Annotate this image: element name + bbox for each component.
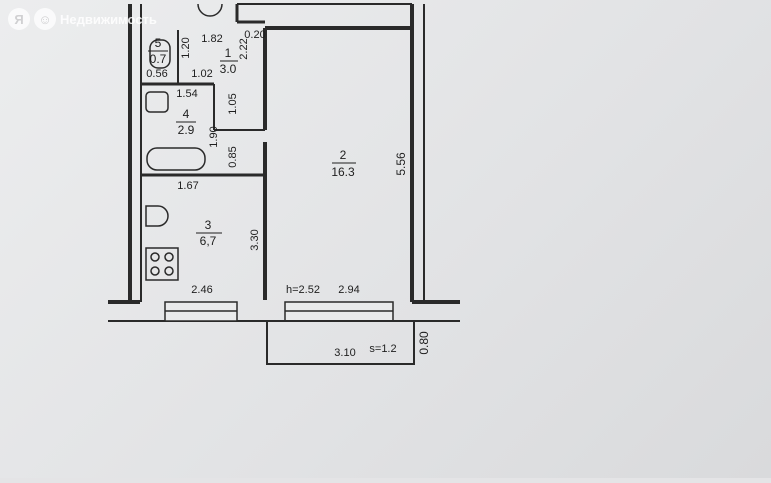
yandex-logo-icon: Я — [8, 8, 30, 30]
wall-entry — [235, 4, 265, 24]
balcony-area: s=1.2 — [369, 343, 396, 355]
dim-182: 1.82 — [201, 33, 222, 45]
dim-310: 3.10 — [334, 347, 355, 359]
room-4-number: 4 — [183, 107, 190, 121]
room-3-area: 6,7 — [200, 234, 217, 248]
stove-burner-1 — [150, 252, 160, 262]
fixtures — [145, 3, 223, 281]
smile-icon: ☺ — [34, 8, 56, 30]
dim-120: 1.20 — [180, 37, 192, 58]
dim-222: 2.22 — [238, 38, 250, 59]
wall-bath-corridor — [213, 84, 265, 131]
dim-105: 1.05 — [227, 93, 239, 114]
room-2-number: 2 — [340, 148, 347, 162]
dim-246: 2.46 — [191, 284, 212, 296]
dimension-labels: 1.82 0.20 0.56 1.02 1.54 1.67 2.46 h=2.5… — [146, 29, 431, 359]
windows — [164, 301, 394, 322]
room-1-number: 1 — [225, 46, 232, 60]
room-3-number: 3 — [205, 218, 212, 232]
watermark-text: Недвижимость — [60, 11, 157, 27]
dim-556: 5.56 — [394, 152, 408, 176]
watermark: Я ☺ Недвижимость — [8, 8, 157, 30]
room-2-area: 16.3 — [331, 165, 355, 179]
toilet — [149, 39, 171, 69]
room-5-area: 0.7 — [150, 52, 167, 66]
height-label: h=2.52 — [286, 284, 320, 296]
room-labels: 1 3.0 2 16.3 3 6,7 4 2.9 5 0.7 — [148, 36, 356, 248]
dim-020: 0.20 — [244, 29, 265, 41]
stove — [145, 247, 179, 281]
bath-sink — [145, 91, 169, 113]
dim-056: 0.56 — [146, 68, 167, 80]
dim-154: 1.54 — [176, 88, 197, 100]
bathtub — [146, 147, 206, 171]
dim-085: 0.85 — [227, 146, 239, 167]
kitchen-sink — [145, 205, 169, 227]
stove-burner-3 — [150, 266, 160, 276]
dim-190: 1.90 — [208, 126, 220, 147]
room-1-area: 3.0 — [220, 62, 237, 76]
walls — [108, 3, 460, 322]
balcony — [266, 320, 415, 365]
room-4-area: 2.9 — [178, 123, 195, 137]
stove-burner-4 — [164, 266, 174, 276]
door-arc — [197, 3, 223, 17]
dim-080: 0.80 — [417, 331, 431, 355]
dim-167: 1.67 — [177, 180, 198, 192]
dim-330: 3.30 — [249, 229, 261, 250]
dim-294: 2.94 — [338, 284, 359, 296]
room-5-number: 5 — [155, 36, 162, 50]
dim-102: 1.02 — [191, 68, 212, 80]
stove-burner-2 — [164, 252, 174, 262]
